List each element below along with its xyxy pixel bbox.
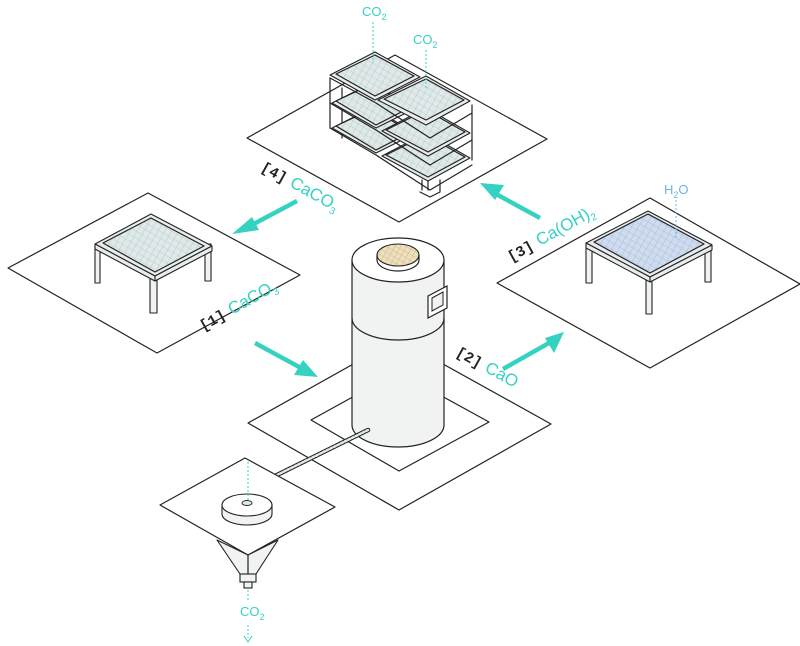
kiln (351, 237, 448, 448)
hydration-table-right (585, 210, 713, 315)
platform-bottom: CO2 (159, 457, 336, 643)
kiln-door-handle (427, 285, 448, 319)
co2-sub-text: 2 (260, 612, 265, 622)
h2o-h-text: H (664, 182, 673, 197)
svg-text:CO2: CO2 (413, 32, 438, 50)
co2-label-top-left: CO2 (362, 4, 387, 63)
arrow-step2-to-step3 (502, 332, 564, 371)
step-index-text: [2] (453, 345, 485, 373)
tray-rack (329, 51, 473, 198)
step-formula-sub: 3 (271, 286, 282, 299)
co2-sub-text: 2 (382, 12, 387, 22)
platform-left (7, 192, 301, 354)
h2o-label: H2O (664, 182, 689, 240)
arrow-step4-to-step1 (232, 199, 298, 234)
platform-right: H2O (496, 182, 800, 369)
co2-label-top-right: CO2 (413, 32, 438, 89)
platform-top: CO2 CO2 (246, 4, 548, 223)
co2-main-text: CO (240, 604, 260, 619)
svg-text:CO2: CO2 (240, 604, 265, 622)
arrow-step1-to-step2 (254, 341, 318, 377)
h2o-sub-text: 2 (673, 190, 678, 200)
collector-disc (221, 493, 273, 526)
platform-center (247, 237, 552, 511)
step-formula-sub: 3 (327, 205, 338, 218)
funnel (216, 539, 279, 589)
drying-table-left (94, 213, 213, 314)
h2o-o-text: O (678, 182, 688, 197)
co2-main-text: CO (362, 4, 382, 19)
arrow-step3-to-step4 (480, 183, 541, 220)
co2-label-bottom: CO2 (240, 590, 265, 643)
step-formula-sub: 2 (589, 211, 600, 224)
step-index-text: [4] (258, 160, 290, 188)
step-index-text: [3] (505, 238, 537, 266)
svg-text:CO2: CO2 (362, 4, 387, 22)
co2-main-text: CO (413, 32, 433, 47)
svg-text:H2O: H2O (664, 182, 689, 200)
co2-sub-text: 2 (433, 40, 438, 50)
